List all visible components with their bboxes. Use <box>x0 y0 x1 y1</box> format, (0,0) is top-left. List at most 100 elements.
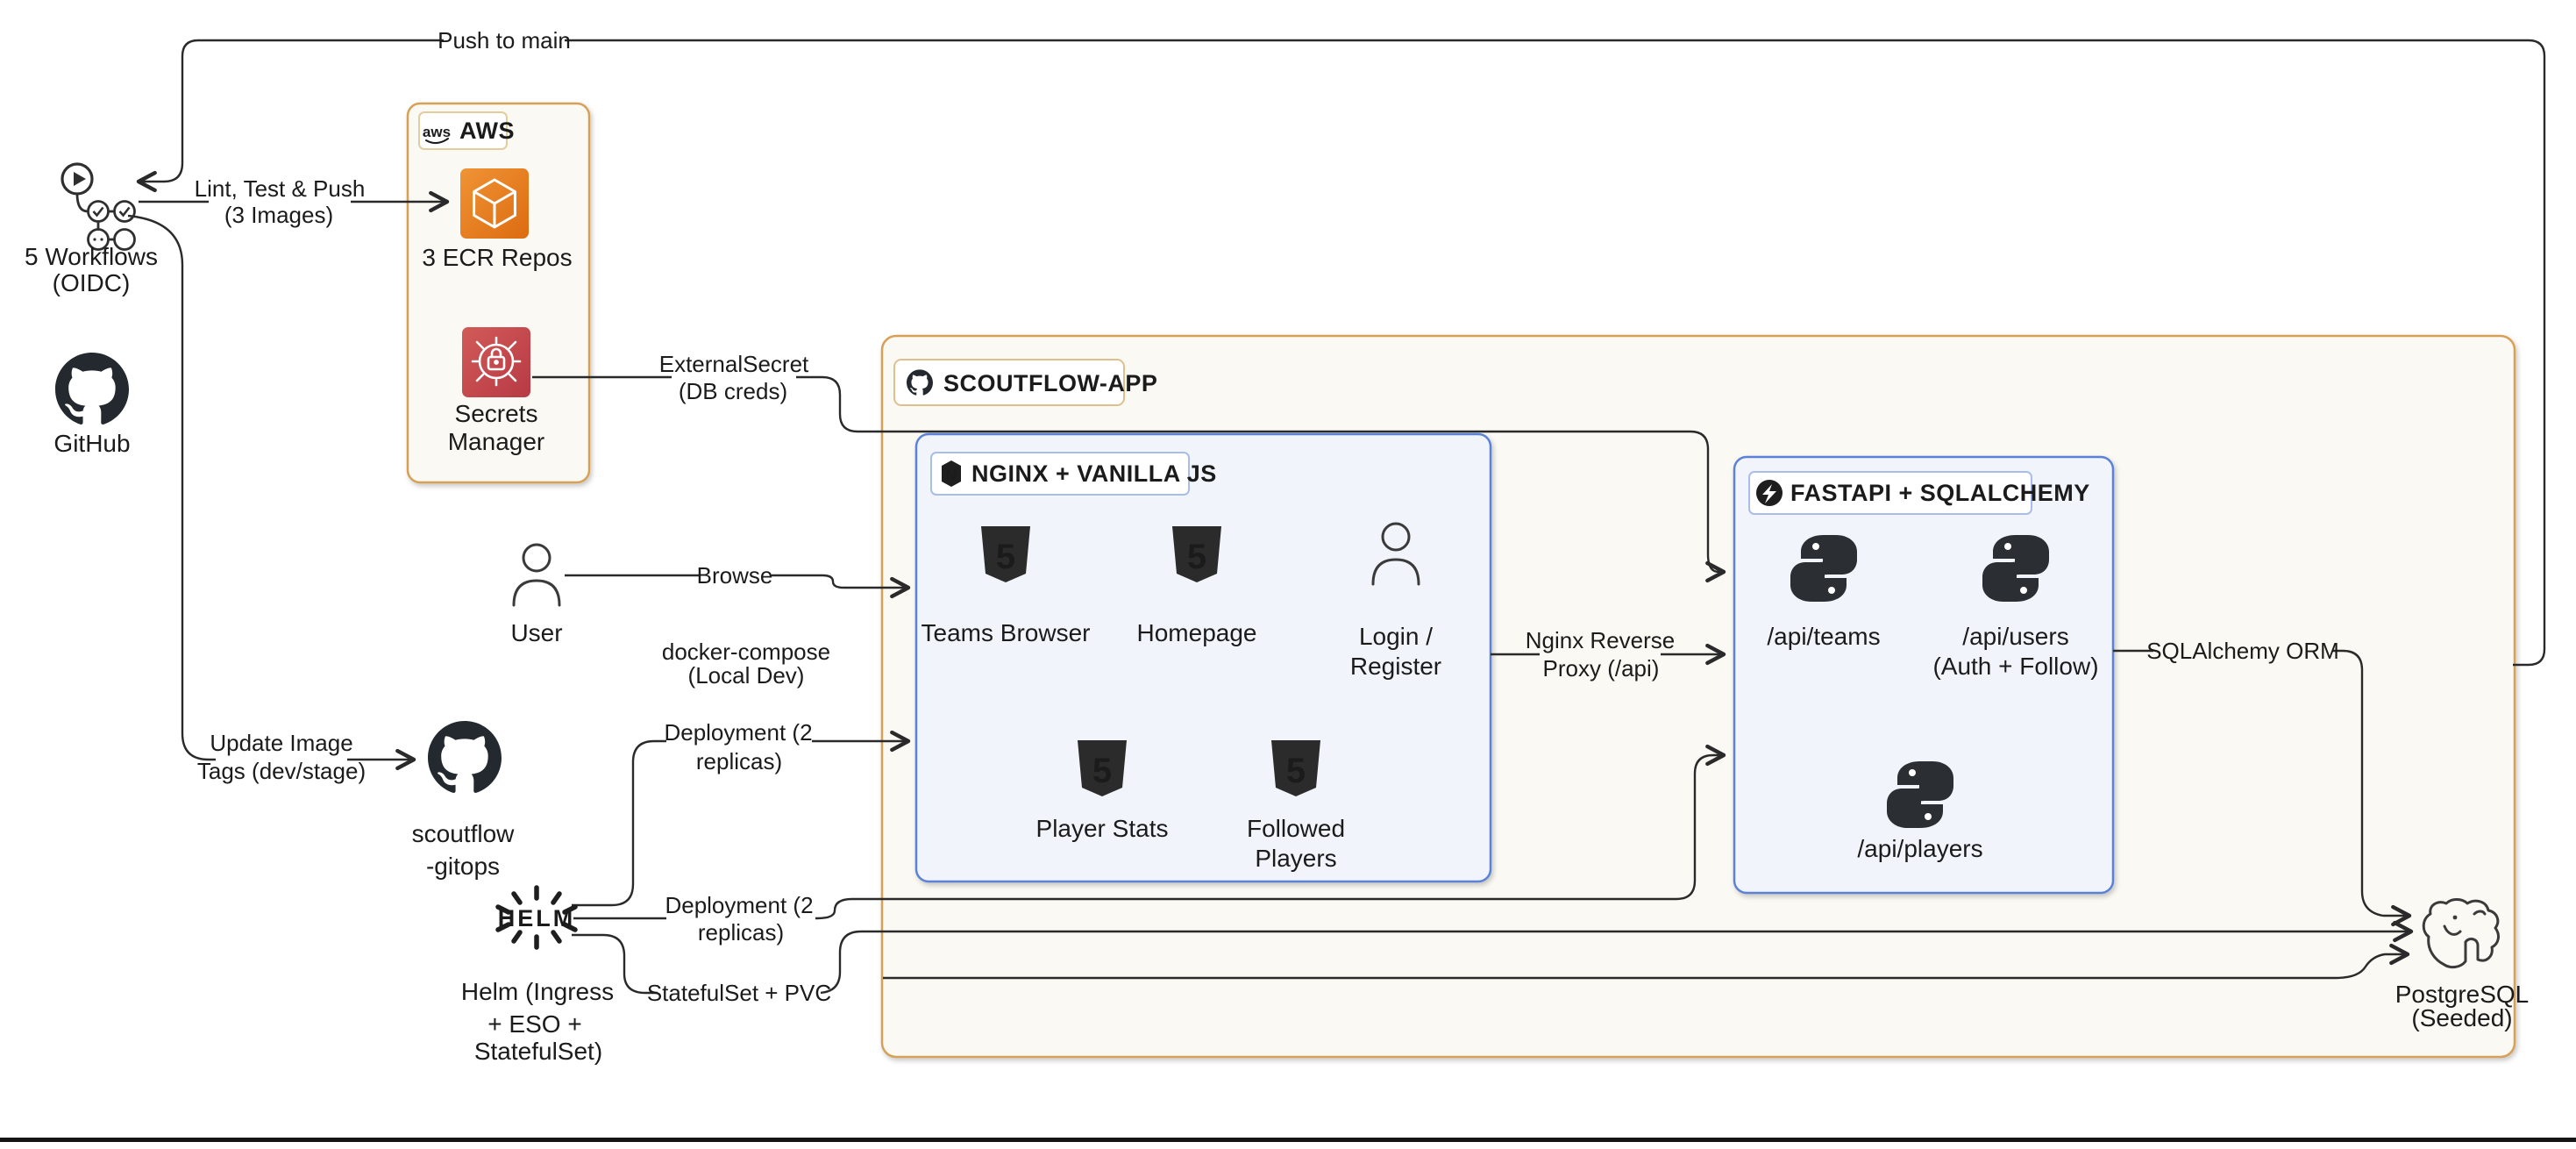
svg-text:Tags (dev/stage): Tags (dev/stage) <box>197 758 366 784</box>
nginx-group-box: N NGINX + VANILLA JS <box>914 432 1492 883</box>
svg-text:Nginx Reverse: Nginx Reverse <box>1526 627 1676 653</box>
aws-logo-icon: aws <box>423 124 451 144</box>
user-label: User <box>510 619 562 646</box>
edge-label-push-to-main: Push to main <box>438 26 571 55</box>
workflows-node: 5 Workflows (OIDC) <box>25 162 158 296</box>
edge-label-deployment-frontend: Deployment (2 replicas) <box>664 717 813 774</box>
svg-text:Push to main: Push to main <box>438 27 571 54</box>
edge-labels: Push to main Lint, Test & Push (3 Images… <box>195 26 2339 1008</box>
scoutflow-gitops-label: scoutflow <box>412 820 515 847</box>
svg-text:aws: aws <box>423 124 451 140</box>
helm-label-2: + ESO + <box>487 1010 581 1038</box>
nginx-icon: N <box>942 460 961 487</box>
teams-browser-html5-icon <box>981 526 1030 582</box>
edge-deployment-backend <box>573 744 1726 920</box>
api-players-node: /api/players <box>1857 761 1983 862</box>
ecr-node: 3 ECR Repos <box>422 168 573 271</box>
homepage-node: Homepage <box>1137 526 1257 646</box>
edge-label-nginx-reverse-proxy: Nginx Reverse Proxy (/api) <box>1526 624 1676 682</box>
api-teams-label: /api/teams <box>1767 623 1880 650</box>
svg-text:(DB creds): (DB creds) <box>679 378 787 404</box>
svg-text:Deployment (2: Deployment (2 <box>664 719 812 746</box>
player-stats-label: Player Stats <box>1036 815 1169 842</box>
edge-label-statefulset-pvc: StatefulSet + PVC <box>647 978 831 1008</box>
teams-browser-node: Teams Browser <box>922 526 1091 646</box>
homepage-html5-icon <box>1172 526 1221 582</box>
api-players-label: /api/players <box>1857 835 1982 862</box>
edge-label-external-secret: ExternalSecret (DB creds) <box>659 347 809 405</box>
svg-text:Proxy (/api): Proxy (/api) <box>1543 655 1660 682</box>
fastapi-icon <box>1756 480 1783 506</box>
player-stats-html5-icon <box>1078 740 1127 796</box>
teams-browser-label: Teams Browser <box>922 619 1091 646</box>
bottom-divider <box>0 1138 2576 1142</box>
helm-label-3: StatefulSet) <box>474 1038 602 1065</box>
secrets-manager-node: Secrets Manager <box>448 327 544 455</box>
api-users-label: /api/users <box>1962 623 2068 650</box>
edge-update-image-tags <box>127 214 416 771</box>
edge-push-to-main <box>136 39 2546 667</box>
postgresql-label-2: (Seeded) <box>2411 1004 2512 1031</box>
edge-label-docker-compose: docker-compose (Local Dev) <box>662 639 830 689</box>
svg-text:Update Image: Update Image <box>210 730 352 756</box>
workflows-label-2: (OIDC) <box>53 269 131 296</box>
github-label: GitHub <box>53 430 130 457</box>
login-register-label: Login / <box>1359 623 1433 650</box>
github-node: GitHub <box>53 353 131 457</box>
api-teams-node: /api/teams <box>1767 535 1881 650</box>
edge-label-lint-test-push: Lint, Test & Push (3 Images) <box>195 172 366 228</box>
svg-text:replicas): replicas) <box>698 919 784 946</box>
edge-app-to-postgres <box>883 943 2410 980</box>
ecr-label: 3 ECR Repos <box>422 244 572 271</box>
aws-group-chip: aws AWS <box>418 111 515 150</box>
api-users-node: /api/users (Auth + Follow) <box>1932 535 2099 680</box>
scoutflow-gitops-node: scoutflow -gitops <box>412 721 515 880</box>
edge-sqlalchemy-orm <box>2113 649 2412 927</box>
scoutflow-app-chip: SCOUTFLOW-APP <box>893 359 1157 406</box>
helm-node: HELM Helm (Ingress + ESO + StatefulSet) <box>461 885 614 1065</box>
user-icon <box>512 543 561 607</box>
postgresql-icon <box>2422 898 2500 969</box>
svg-text:StatefulSet + PVC: StatefulSet + PVC <box>647 980 831 1006</box>
svg-text:(3 Images): (3 Images) <box>224 202 333 228</box>
svg-text:(Local Dev): (Local Dev) <box>688 662 805 689</box>
api-users-label-2: (Auth + Follow) <box>1932 653 2098 680</box>
svg-text:Deployment (2: Deployment (2 <box>665 892 813 918</box>
svg-text:docker-compose: docker-compose <box>662 639 830 665</box>
svg-text:Browse: Browse <box>697 562 773 589</box>
edges <box>127 39 2546 995</box>
github-actions-icon <box>60 162 136 251</box>
helm-wordmark: HELM <box>498 905 576 931</box>
scoutflow-gitops-label-2: -gitops <box>426 853 500 880</box>
edge-label-deployment-backend: Deployment (2 replicas) <box>665 889 815 946</box>
aws-group-box: aws AWS <box>406 102 591 484</box>
fastapi-group-title: FASTAPI + SQLALCHEMY <box>1790 480 2090 506</box>
homepage-label: Homepage <box>1137 619 1257 646</box>
postgresql-node: PostgreSQL (Seeded) <box>2395 898 2529 1031</box>
secrets-manager-label: Secrets <box>455 400 538 427</box>
edge-external-secret <box>532 375 1726 583</box>
aws-group-title: AWS <box>459 118 515 144</box>
scoutflow-app-title: SCOUTFLOW-APP <box>943 370 1157 396</box>
gitops-github-icon <box>428 721 502 793</box>
secrets-lock-glyph <box>471 336 522 387</box>
github-icon <box>55 353 129 425</box>
svg-text:SQLAlchemy ORM: SQLAlchemy ORM <box>2146 638 2339 664</box>
user-node: User <box>510 543 563 646</box>
login-register-label-2: Register <box>1350 653 1441 680</box>
followed-players-label-2: Players <box>1255 845 1336 872</box>
svg-text:Lint, Test & Push: Lint, Test & Push <box>195 175 366 202</box>
edge-browse <box>565 574 911 599</box>
edge-label-sqlalchemy-orm: SQLAlchemy ORM <box>2146 636 2339 666</box>
svg-text:N: N <box>946 467 957 483</box>
workflows-label: 5 Workflows <box>25 243 158 270</box>
followed-players-label: Followed <box>1247 815 1345 842</box>
fastapi-group-chip: FASTAPI + SQLALCHEMY <box>1748 471 2090 515</box>
followed-players-node: Followed Players <box>1247 740 1345 872</box>
login-register-node: Login / Register <box>1350 522 1441 680</box>
svg-text:replicas): replicas) <box>696 748 782 774</box>
followed-players-html5-icon <box>1271 740 1320 796</box>
edge-deployment-frontend <box>572 730 911 907</box>
edge-label-update-image-tags: Update Image Tags (dev/stage) <box>197 726 366 784</box>
